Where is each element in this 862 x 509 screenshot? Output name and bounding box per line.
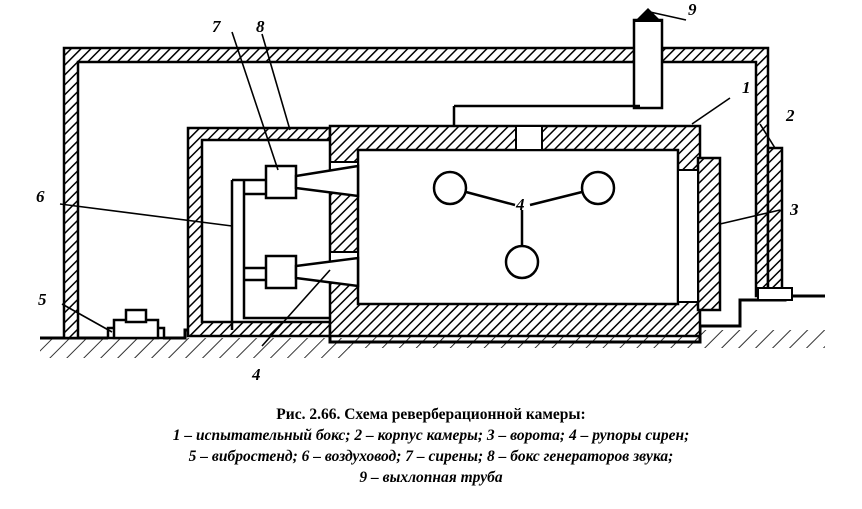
callout-4-lower: 4 (251, 365, 261, 384)
caption-legend-line-1: 1 – испытательный бокс; 2 – корпус камер… (172, 427, 690, 444)
callout-7: 7 (212, 17, 222, 36)
callout-9: 9 (688, 0, 697, 19)
callout-2: 2 (785, 106, 795, 125)
figure-caption: Рис. 2.66. Схема реверберационной камеры… (0, 404, 862, 488)
leader-lines (59, 11, 781, 347)
test-box (328, 124, 702, 338)
microphones (432, 170, 616, 280)
exhaust-pipe (452, 8, 664, 128)
callout-6: 6 (36, 187, 45, 206)
air-duct (230, 178, 330, 330)
generator-box (186, 126, 332, 338)
callout-1: 1 (742, 78, 751, 97)
caption-legend-line-3: 9 – выхлопная труба (359, 469, 503, 486)
caption-title: Рис. 2.66. Схема реверберационной камеры… (276, 406, 586, 423)
gate (677, 156, 722, 312)
sirens (264, 164, 298, 290)
reverberation-chamber-diagram: 1 2 3 4 4 5 6 7 8 9 (36, 0, 825, 384)
vibration-stand (106, 308, 166, 340)
callout-8: 8 (256, 17, 265, 36)
callout-4-horns: 4 (515, 195, 525, 214)
siren-horns (294, 164, 360, 288)
callout-3: 3 (789, 200, 799, 219)
caption-legend-line-2: 5 – вибростенд; 6 – воздуховод; 7 – сире… (188, 448, 674, 465)
callout-5: 5 (38, 290, 47, 309)
